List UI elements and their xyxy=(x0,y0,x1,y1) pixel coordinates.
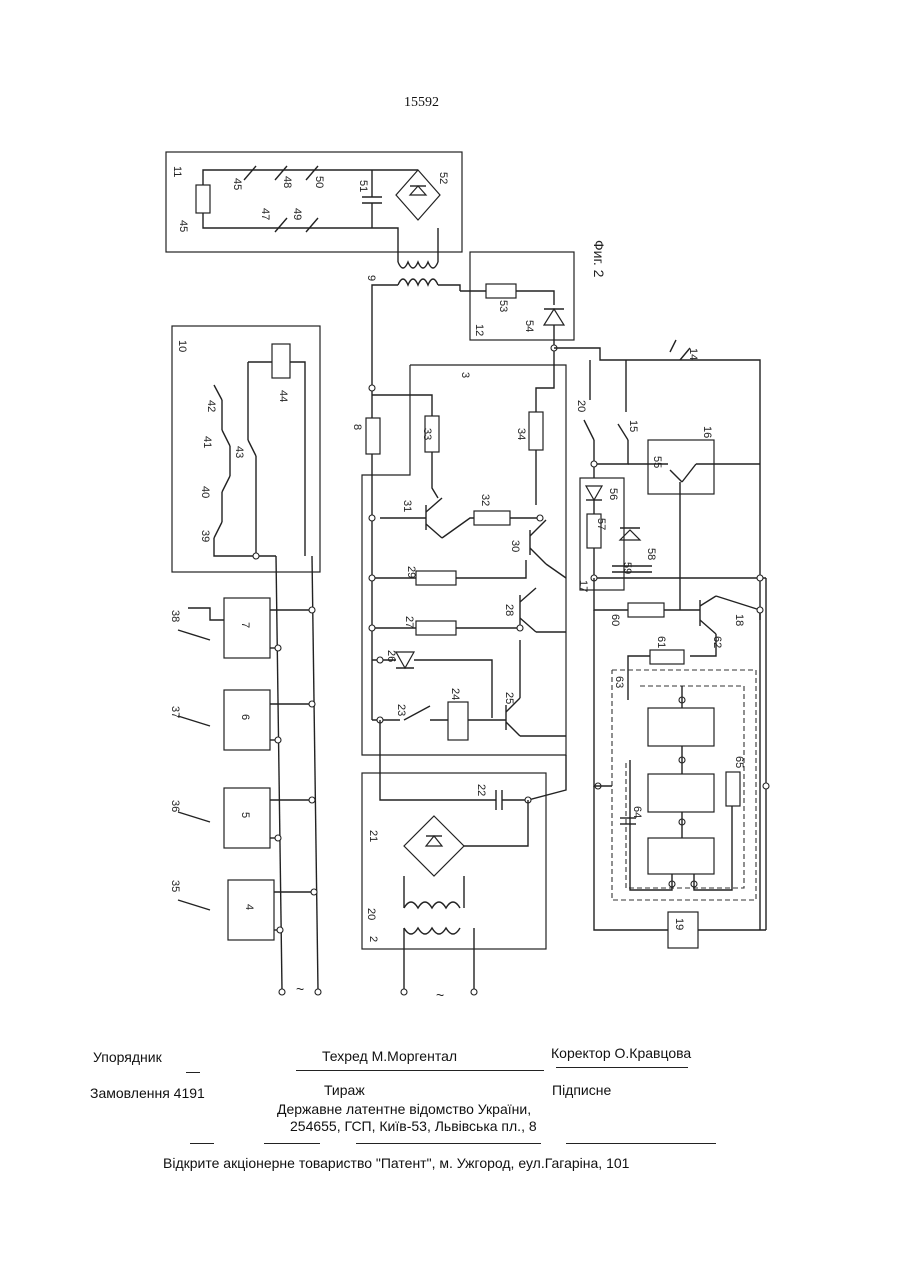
svg-text:56: 56 xyxy=(607,488,619,500)
block-11-power-control xyxy=(166,152,462,268)
divider-right xyxy=(566,1143,716,1144)
svg-text:22: 22 xyxy=(475,784,487,796)
svg-text:51: 51 xyxy=(357,180,369,192)
svg-text:11: 11 xyxy=(171,166,183,177)
svg-text:12: 12 xyxy=(473,324,485,336)
svg-text:31: 31 xyxy=(401,500,413,512)
svg-text:10: 10 xyxy=(176,340,188,352)
svg-text:57: 57 xyxy=(595,518,607,530)
svg-text:39: 39 xyxy=(199,530,211,542)
svg-text:5: 5 xyxy=(239,812,251,818)
svg-text:34: 34 xyxy=(515,428,527,440)
corrector: Коректор О.Кравцова xyxy=(551,1045,691,1061)
transformer-9 xyxy=(372,279,460,388)
circulation-label: Тираж xyxy=(324,1082,365,1098)
tech-editor-underline xyxy=(296,1070,544,1071)
svg-text:37: 37 xyxy=(169,706,181,718)
svg-text:15: 15 xyxy=(627,420,639,432)
subscription-label: Підписне xyxy=(552,1082,611,1098)
svg-text:45: 45 xyxy=(231,178,243,190)
svg-text:24: 24 xyxy=(449,688,461,700)
svg-text:54: 54 xyxy=(523,320,535,332)
svg-text:2: 2 xyxy=(367,936,379,942)
divider-mid xyxy=(264,1143,320,1144)
svg-text:27: 27 xyxy=(403,616,415,628)
svg-text:60: 60 xyxy=(609,614,621,626)
svg-text:18: 18 xyxy=(733,614,745,626)
svg-text:9: 9 xyxy=(365,275,377,281)
svg-text:30: 30 xyxy=(509,540,521,552)
svg-text:17: 17 xyxy=(577,580,589,592)
svg-text:4: 4 xyxy=(243,904,255,910)
svg-text:53: 53 xyxy=(497,300,509,312)
block-3-control xyxy=(362,345,566,755)
svg-text:16: 16 xyxy=(701,426,713,438)
compiler-underline xyxy=(186,1072,200,1073)
svg-text:~: ~ xyxy=(296,981,304,997)
svg-text:28: 28 xyxy=(503,604,515,616)
svg-text:23: 23 xyxy=(395,704,407,716)
publisher-line: Відкрите акціонерне товариство "Патент",… xyxy=(163,1155,629,1171)
svg-text:58: 58 xyxy=(645,548,657,560)
svg-text:26: 26 xyxy=(385,650,397,662)
svg-text:33: 33 xyxy=(421,428,433,440)
svg-text:35: 35 xyxy=(169,880,181,892)
corrector-underline xyxy=(556,1067,688,1068)
svg-text:7: 7 xyxy=(239,622,251,628)
order-number: Замовлення 4191 xyxy=(90,1085,205,1101)
svg-text:6: 6 xyxy=(239,714,251,720)
svg-text:36: 36 xyxy=(169,800,181,812)
svg-text:21: 21 xyxy=(367,830,379,842)
svg-text:42: 42 xyxy=(205,400,217,412)
svg-text:47: 47 xyxy=(259,208,271,220)
svg-text:19: 19 xyxy=(673,918,685,930)
svg-text:63: 63 xyxy=(613,676,625,688)
svg-text:44: 44 xyxy=(277,390,289,402)
figure-caption: Фиг. 2 xyxy=(591,240,607,278)
divider-short xyxy=(190,1143,214,1144)
svg-text:62: 62 xyxy=(711,636,723,648)
tech-editor: Техред М.Моргентал xyxy=(322,1048,457,1064)
office-line-2: 254655, ГСП, Київ-53, Львівська пл., 8 xyxy=(290,1118,537,1134)
svg-text:32: 32 xyxy=(479,494,491,506)
svg-text:59: 59 xyxy=(621,562,633,574)
block-2-power-supply xyxy=(362,720,566,995)
svg-text:45: 45 xyxy=(177,220,189,232)
svg-text:48: 48 xyxy=(281,176,293,188)
office-line-1: Державне латентне відомство України, xyxy=(277,1101,531,1117)
svg-text:64: 64 xyxy=(631,806,643,818)
svg-text:29: 29 xyxy=(405,566,417,578)
svg-text:14: 14 xyxy=(687,348,699,360)
block-10-switch-panel xyxy=(172,326,320,572)
svg-text:61: 61 xyxy=(655,636,667,648)
component-labels: 11 10 45 45 47 48 49 50 51 52 9 12 53 54… xyxy=(169,166,745,1003)
svg-text:41: 41 xyxy=(201,436,213,448)
svg-text:3: 3 xyxy=(459,372,471,378)
svg-text:38: 38 xyxy=(169,610,181,622)
compiler-label: Упорядник xyxy=(93,1049,162,1065)
svg-text:65: 65 xyxy=(733,756,745,768)
divider-long xyxy=(356,1143,541,1144)
svg-text:20: 20 xyxy=(365,908,377,920)
svg-text:40: 40 xyxy=(199,486,211,498)
circuit-schematic: 11 10 45 45 47 48 49 50 51 52 9 12 53 54… xyxy=(0,0,901,1050)
svg-text:8: 8 xyxy=(351,424,363,430)
svg-text:50: 50 xyxy=(313,176,325,188)
svg-text:55: 55 xyxy=(651,456,663,468)
svg-text:20: 20 xyxy=(575,400,587,412)
svg-text:52: 52 xyxy=(437,172,449,184)
svg-text:49: 49 xyxy=(291,208,303,220)
svg-text:~: ~ xyxy=(436,987,444,1003)
svg-text:43: 43 xyxy=(233,446,245,458)
svg-text:25: 25 xyxy=(503,692,515,704)
